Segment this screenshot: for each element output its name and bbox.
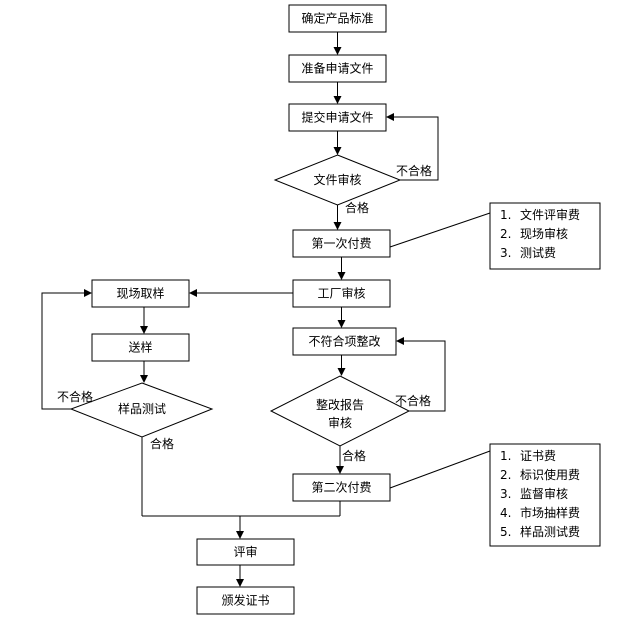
node-first-payment-label: 第一次付费 — [311, 237, 371, 251]
node-send-sample-label: 送样 — [128, 340, 152, 355]
node-fix-report-review-label-line2: 审核 — [328, 415, 352, 430]
note-first-fees-item: 测试费 — [520, 245, 556, 260]
node-field-sampling-label: 现场取样 — [116, 286, 164, 301]
note-first-fees-num-2: 2. — [500, 227, 511, 241]
edge-sample-test-fail-loop — [41, 289, 92, 410]
note-second-fees-item: 样品测试费 — [520, 524, 580, 539]
node-field-sampling: 现场取样 — [91, 279, 190, 308]
node-second-payment: 第二次付费 — [292, 473, 391, 502]
callout-first-fees — [389, 212, 491, 248]
note-first-fees: 1. 文件评审费 2. 现场审核 3. 测试费 — [489, 202, 601, 270]
node-nonconformity-fix-label: 不符合项整改 — [308, 334, 380, 349]
node-doc-review-label: 文件审核 — [313, 172, 361, 187]
node-issue-certificate: 颁发证书 — [196, 586, 295, 615]
note-second-fees-item: 证书费 — [520, 449, 556, 463]
node-fix-report-review-label-line1: 整改报告 — [316, 397, 364, 412]
callout-second-fees — [389, 450, 491, 489]
node-prepare-docs-label: 准备申请文件 — [301, 61, 373, 76]
note-second-fees: 1. 证书费 2. 标识使用费 3. 监督审核 4. 市场抽样费 5. 样品测试… — [489, 443, 601, 547]
node-second-payment-label: 第二次付费 — [311, 481, 371, 495]
note-second-fees-num-5: 5. — [500, 525, 511, 539]
note-first-fees-num-1: 1. — [500, 208, 511, 222]
edge-label-fix-review-pass: 合格 — [342, 448, 366, 463]
node-evaluation: 评审 — [196, 538, 295, 566]
node-prepare-docs: 准备申请文件 — [288, 54, 387, 83]
node-factory-audit: 工厂审核 — [292, 279, 391, 308]
note-second-fees-num-4: 4. — [500, 506, 511, 520]
edge-label-sample-test-pass: 合格 — [150, 436, 174, 451]
node-confirm-standard-label: 确定产品标准 — [301, 11, 373, 26]
edge-label-doc-review-pass: 合格 — [345, 200, 369, 215]
note-second-fees-item: 市场抽样费 — [520, 505, 580, 520]
edge-label-sample-test-fail: 不合格 — [57, 389, 93, 404]
note-second-fees-num-2: 2. — [500, 468, 511, 482]
note-second-fees-item: 监督审核 — [520, 486, 568, 501]
node-send-sample: 送样 — [91, 333, 190, 362]
node-evaluation-label: 评审 — [233, 544, 257, 559]
note-second-fees-num-1: 1. — [500, 449, 511, 463]
note-first-fees-item: 现场审核 — [520, 226, 568, 241]
node-confirm-standard: 确定产品标准 — [288, 4, 387, 33]
node-doc-review: 文件审核 — [273, 154, 402, 206]
node-sample-test-label: 样品测试 — [118, 401, 166, 416]
node-submit-docs: 提交申请文件 — [288, 103, 387, 132]
node-factory-audit-label: 工厂审核 — [317, 286, 365, 301]
note-second-fees-num-3: 3. — [500, 487, 511, 501]
node-issue-certificate-label: 颁发证书 — [221, 593, 269, 608]
edge-label-fix-review-fail: 不合格 — [395, 393, 431, 408]
edge-doc-review-fail-loop — [386, 113, 439, 181]
note-first-fees-num-3: 3. — [500, 246, 511, 260]
node-nonconformity-fix: 不符合项整改 — [292, 327, 397, 356]
node-first-payment: 第一次付费 — [292, 229, 391, 258]
note-second-fees-item: 标识使用费 — [520, 467, 580, 482]
edge-label-doc-review-fail: 不合格 — [396, 163, 432, 178]
node-submit-docs-label: 提交申请文件 — [301, 110, 373, 125]
note-first-fees-item: 文件评审费 — [520, 207, 580, 222]
node-fix-report-review: 整改报告 审核 — [269, 375, 411, 447]
edge-fix-review-fail-loop — [396, 337, 446, 412]
